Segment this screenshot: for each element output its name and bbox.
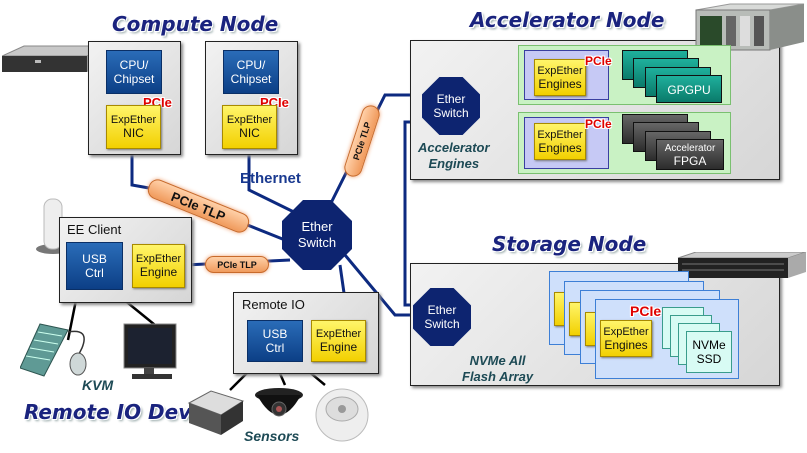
accelerator-node-title: Accelerator Node bbox=[470, 8, 665, 32]
nic-label-line1: ExpEther bbox=[110, 114, 157, 126]
ee-client-title: EE Client bbox=[67, 222, 122, 237]
smoke-detector-icon bbox=[315, 385, 370, 445]
pcie-label-storage: PCIe bbox=[630, 303, 662, 319]
pcie-label-fpga: PCIe bbox=[585, 117, 612, 131]
engine-label-line2: Engines bbox=[604, 337, 648, 352]
engine-label-line1: ExpEther bbox=[315, 328, 362, 340]
nvme-flash-array-caption: NVMe All Flash Array bbox=[462, 353, 533, 385]
cpu-chipset-2: CPU/Chipset bbox=[223, 50, 279, 94]
cpu-label-line2: Chipset bbox=[113, 72, 155, 86]
remote-io-title: Remote IO bbox=[242, 297, 305, 312]
switch-label-line1: Ether bbox=[436, 92, 466, 106]
cpu-chipset-1: CPU/Chipset bbox=[106, 50, 162, 94]
link-switch-storage bbox=[343, 254, 415, 317]
ssd-label-line1: NVMe bbox=[692, 338, 726, 352]
switch-label-line1: Ether bbox=[427, 303, 457, 317]
dome-camera-icon bbox=[253, 385, 305, 430]
sensors-label: Sensors bbox=[244, 428, 300, 444]
keyboard-icon bbox=[19, 318, 90, 378]
nic-label-line2: NIC bbox=[239, 126, 260, 140]
kvm-label: KVM bbox=[82, 377, 114, 393]
server-rack-icon bbox=[1, 42, 108, 76]
engine-label-line1: ExpEther bbox=[537, 64, 583, 77]
accelerator-chassis-icon bbox=[690, 2, 807, 54]
gpgpu-label: GPGPU bbox=[667, 83, 711, 97]
fpga-card-front: Accelerator FPGA bbox=[656, 139, 724, 170]
cpu-label-line1: CPU/ bbox=[236, 58, 266, 72]
fpga-label-line1: Accelerator bbox=[664, 143, 716, 154]
engine-label-line1: ExpEther bbox=[135, 253, 182, 265]
caption-line2: Engines bbox=[428, 156, 480, 171]
switch-label-line2: Switch bbox=[424, 317, 460, 331]
compute-node-title: Compute Node bbox=[112, 12, 279, 36]
pcie-tlp-capsule-client: PCIe TLP bbox=[205, 256, 269, 273]
ethernet-label: Ethernet bbox=[240, 170, 301, 187]
cpu-label-line1: CPU/ bbox=[119, 58, 149, 72]
storage-array-icon bbox=[676, 251, 807, 282]
usb-label-line2: Ctrl bbox=[85, 266, 104, 280]
switch-label-line2: Switch bbox=[433, 106, 469, 120]
gpgpu-card-front: GPGPU bbox=[656, 75, 722, 103]
nic-label-line2: NIC bbox=[123, 126, 144, 140]
storage-node-title: Storage Node bbox=[492, 232, 647, 256]
engine-label-line1: ExpEther bbox=[537, 128, 583, 141]
caption-line2: Flash Array bbox=[462, 369, 534, 384]
accelerator-engines-caption: Accelerator Engines bbox=[418, 140, 490, 172]
engine-label-line2: Engines bbox=[538, 140, 582, 155]
switch-label-line2: Switch bbox=[297, 235, 337, 250]
engine-label-line1: ExpEther bbox=[603, 325, 649, 338]
caption-line1: Accelerator bbox=[418, 140, 490, 155]
ssd-label-line2: SSD bbox=[696, 352, 722, 366]
pcie-label-gpgpu: PCIe bbox=[585, 54, 612, 68]
engine-label-line2: Engines bbox=[538, 76, 582, 91]
link-compute2-switch bbox=[247, 150, 301, 217]
usb-label-line1: USB bbox=[82, 252, 107, 266]
caption-line1: NVMe All bbox=[469, 353, 526, 368]
usb-label-line2: Ctrl bbox=[265, 341, 285, 355]
monitor-icon bbox=[118, 322, 180, 382]
engine-label-line2: Engine bbox=[319, 340, 358, 354]
sensor-box-icon bbox=[185, 385, 245, 440]
switch-label-line1: Ether bbox=[301, 219, 333, 234]
engine-label-line2: Engine bbox=[139, 265, 178, 279]
fpga-label-line2: FPGA bbox=[673, 154, 707, 168]
nic-label-line1: ExpEther bbox=[226, 114, 273, 126]
usb-label-line1: USB bbox=[262, 327, 288, 341]
cpu-label-line2: Chipset bbox=[230, 72, 272, 86]
